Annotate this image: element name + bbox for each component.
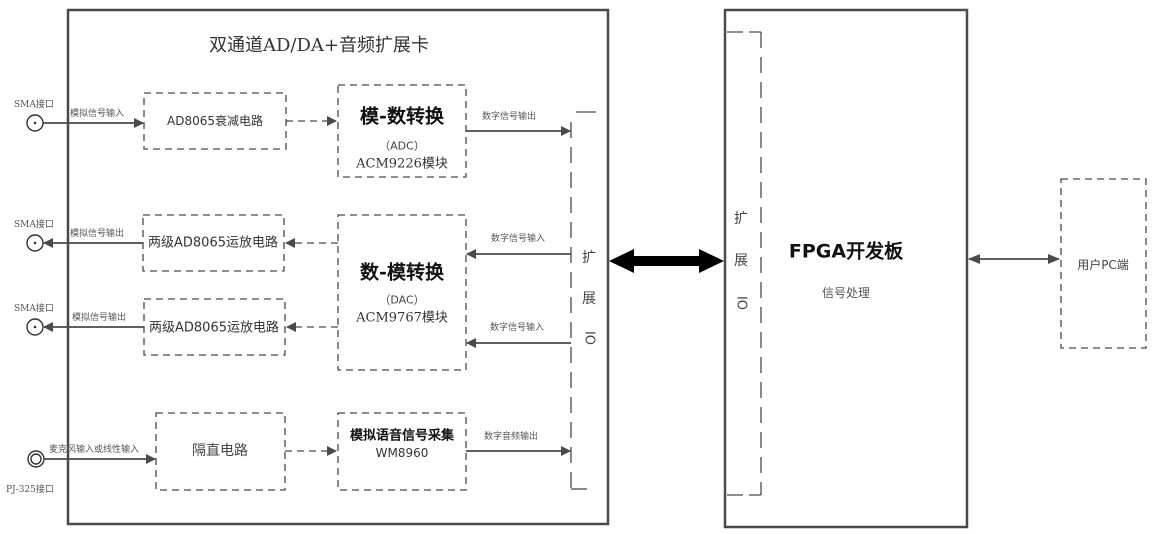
pj325-port-label: PJ-325接口 bbox=[6, 485, 54, 495]
attenuator-label: AD8065衰减电路 bbox=[167, 114, 263, 128]
dac-title: 数-模转换 bbox=[360, 261, 444, 284]
audio-out-label: 数字音频输出 bbox=[484, 432, 539, 442]
digital-in-label-1: 数字信号输入 bbox=[491, 234, 546, 244]
dac-block bbox=[337, 214, 467, 371]
adc-module: ACM9226模块 bbox=[356, 156, 448, 172]
audio-module: WM8960 bbox=[375, 446, 429, 460]
fpga-expand-io-bracket bbox=[727, 31, 762, 496]
fpga-sub: 信号处理 bbox=[821, 286, 871, 300]
card-expand-io-bracket bbox=[570, 111, 596, 490]
fpga-expand-io-char-1: 扩 bbox=[734, 211, 748, 227]
expansion-card-box bbox=[66, 8, 610, 526]
card-expand-io-char-2: 展 bbox=[582, 291, 596, 307]
pc-label: 用户PC端 bbox=[1077, 258, 1129, 272]
pj325-connector-inner bbox=[30, 453, 42, 465]
fpga-expand-io-char-3: IO bbox=[733, 295, 749, 311]
isolation-block bbox=[155, 412, 286, 491]
amp2-label: 两级AD8065运放电路 bbox=[149, 320, 279, 336]
isolation-label: 隔直电路 bbox=[192, 443, 248, 459]
sma-port-label-3: SMA接口 bbox=[14, 304, 54, 314]
card-title: 双通道AD/DA+音频扩展卡 bbox=[208, 35, 430, 56]
adc-title: 模-数转换 bbox=[360, 105, 444, 128]
card-fpga-link-arrow bbox=[609, 249, 724, 273]
analog-in-label: 模拟信号输入 bbox=[70, 109, 125, 119]
audio-block bbox=[337, 412, 467, 491]
dac-sub: （DAC） bbox=[379, 293, 425, 307]
card-expand-io-char-1: 扩 bbox=[582, 250, 596, 266]
digital-in-label-2: 数字信号输入 bbox=[490, 323, 545, 333]
fpga-expand-io-char-2: 展 bbox=[734, 253, 748, 269]
adc-sub: （ADC） bbox=[379, 139, 425, 153]
dac-module: ACM9767模块 bbox=[356, 310, 448, 326]
audio-title: 模拟语音信号采集 bbox=[349, 428, 455, 444]
mic-in-label: 麦克风输入或线性输入 bbox=[49, 445, 140, 455]
sma-port-label-1: SMA接口 bbox=[14, 100, 54, 110]
digital-out-label: 数字信号输出 bbox=[482, 112, 537, 122]
fpga-board-box bbox=[723, 8, 969, 529]
card-expand-io-char-3: IO bbox=[581, 330, 597, 346]
pc-box bbox=[1060, 178, 1147, 349]
analog-out-label-1: 模拟信号输出 bbox=[70, 229, 125, 239]
fpga-title: FPGA开发板 bbox=[788, 240, 904, 263]
amp1-label: 两级AD8065运放电路 bbox=[148, 235, 278, 251]
analog-out-label-2: 模拟信号输出 bbox=[72, 313, 127, 323]
sma-port-label-2: SMA接口 bbox=[14, 220, 54, 230]
